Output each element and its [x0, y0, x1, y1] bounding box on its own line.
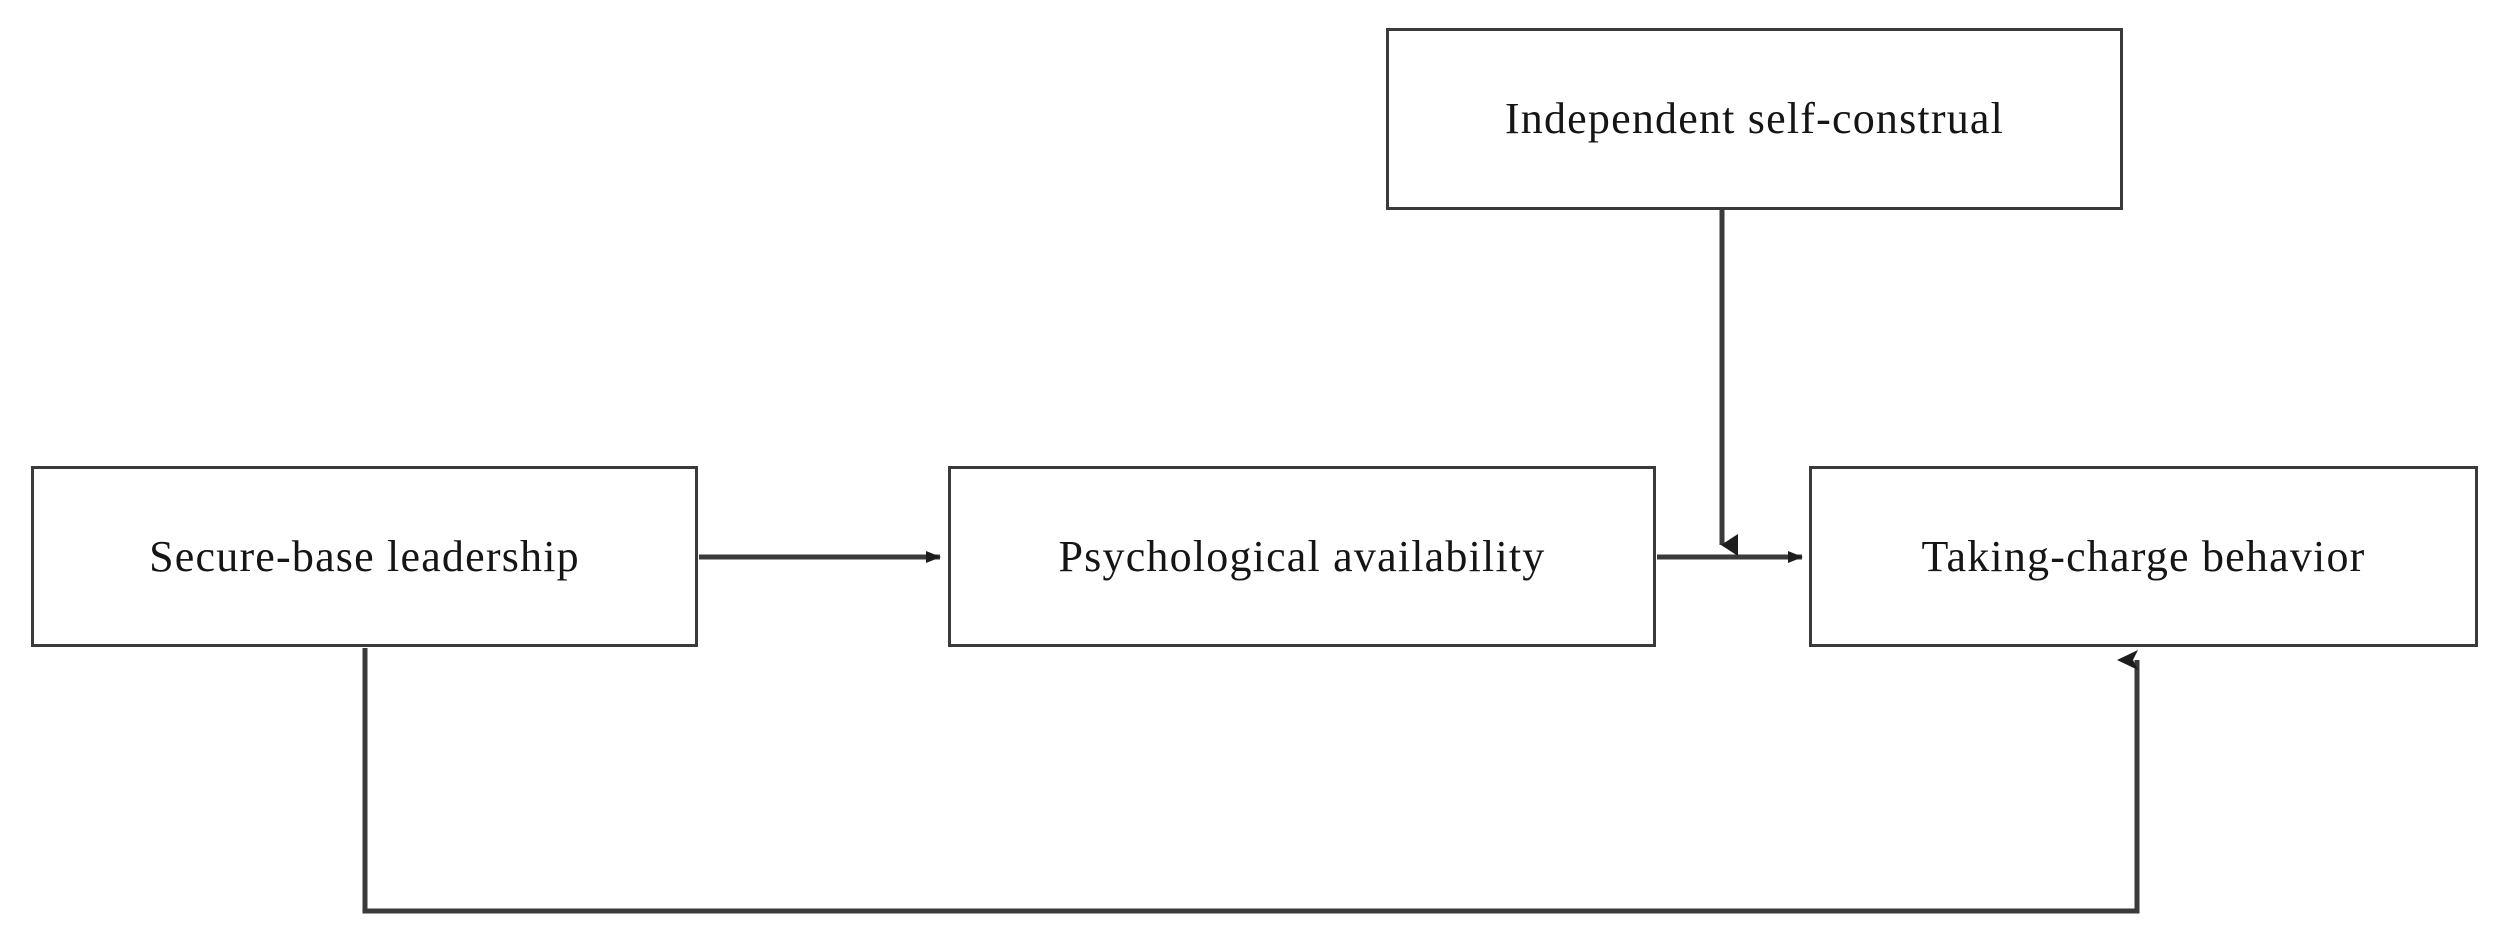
- node-taking-charge-behavior[interactable]: Taking-charge behavior: [1809, 466, 2478, 647]
- node-independent-self-construal[interactable]: Independent self-construal: [1386, 28, 2123, 210]
- node-label-taking-charge-behavior: Taking-charge behavior: [1921, 531, 2366, 581]
- node-psychological-availability[interactable]: Psychological availability: [948, 466, 1656, 647]
- node-label-independent-self-construal: Independent self-construal: [1504, 94, 2005, 143]
- node-label-secure-base-leadership: Secure-base leadership: [149, 531, 580, 581]
- arrow-leadership-to-taking-charge: [362, 648, 2140, 914]
- node-label-psychological-availability: Psychological availability: [1058, 531, 1546, 581]
- node-secure-base-leadership[interactable]: Secure-base leadership: [31, 466, 698, 647]
